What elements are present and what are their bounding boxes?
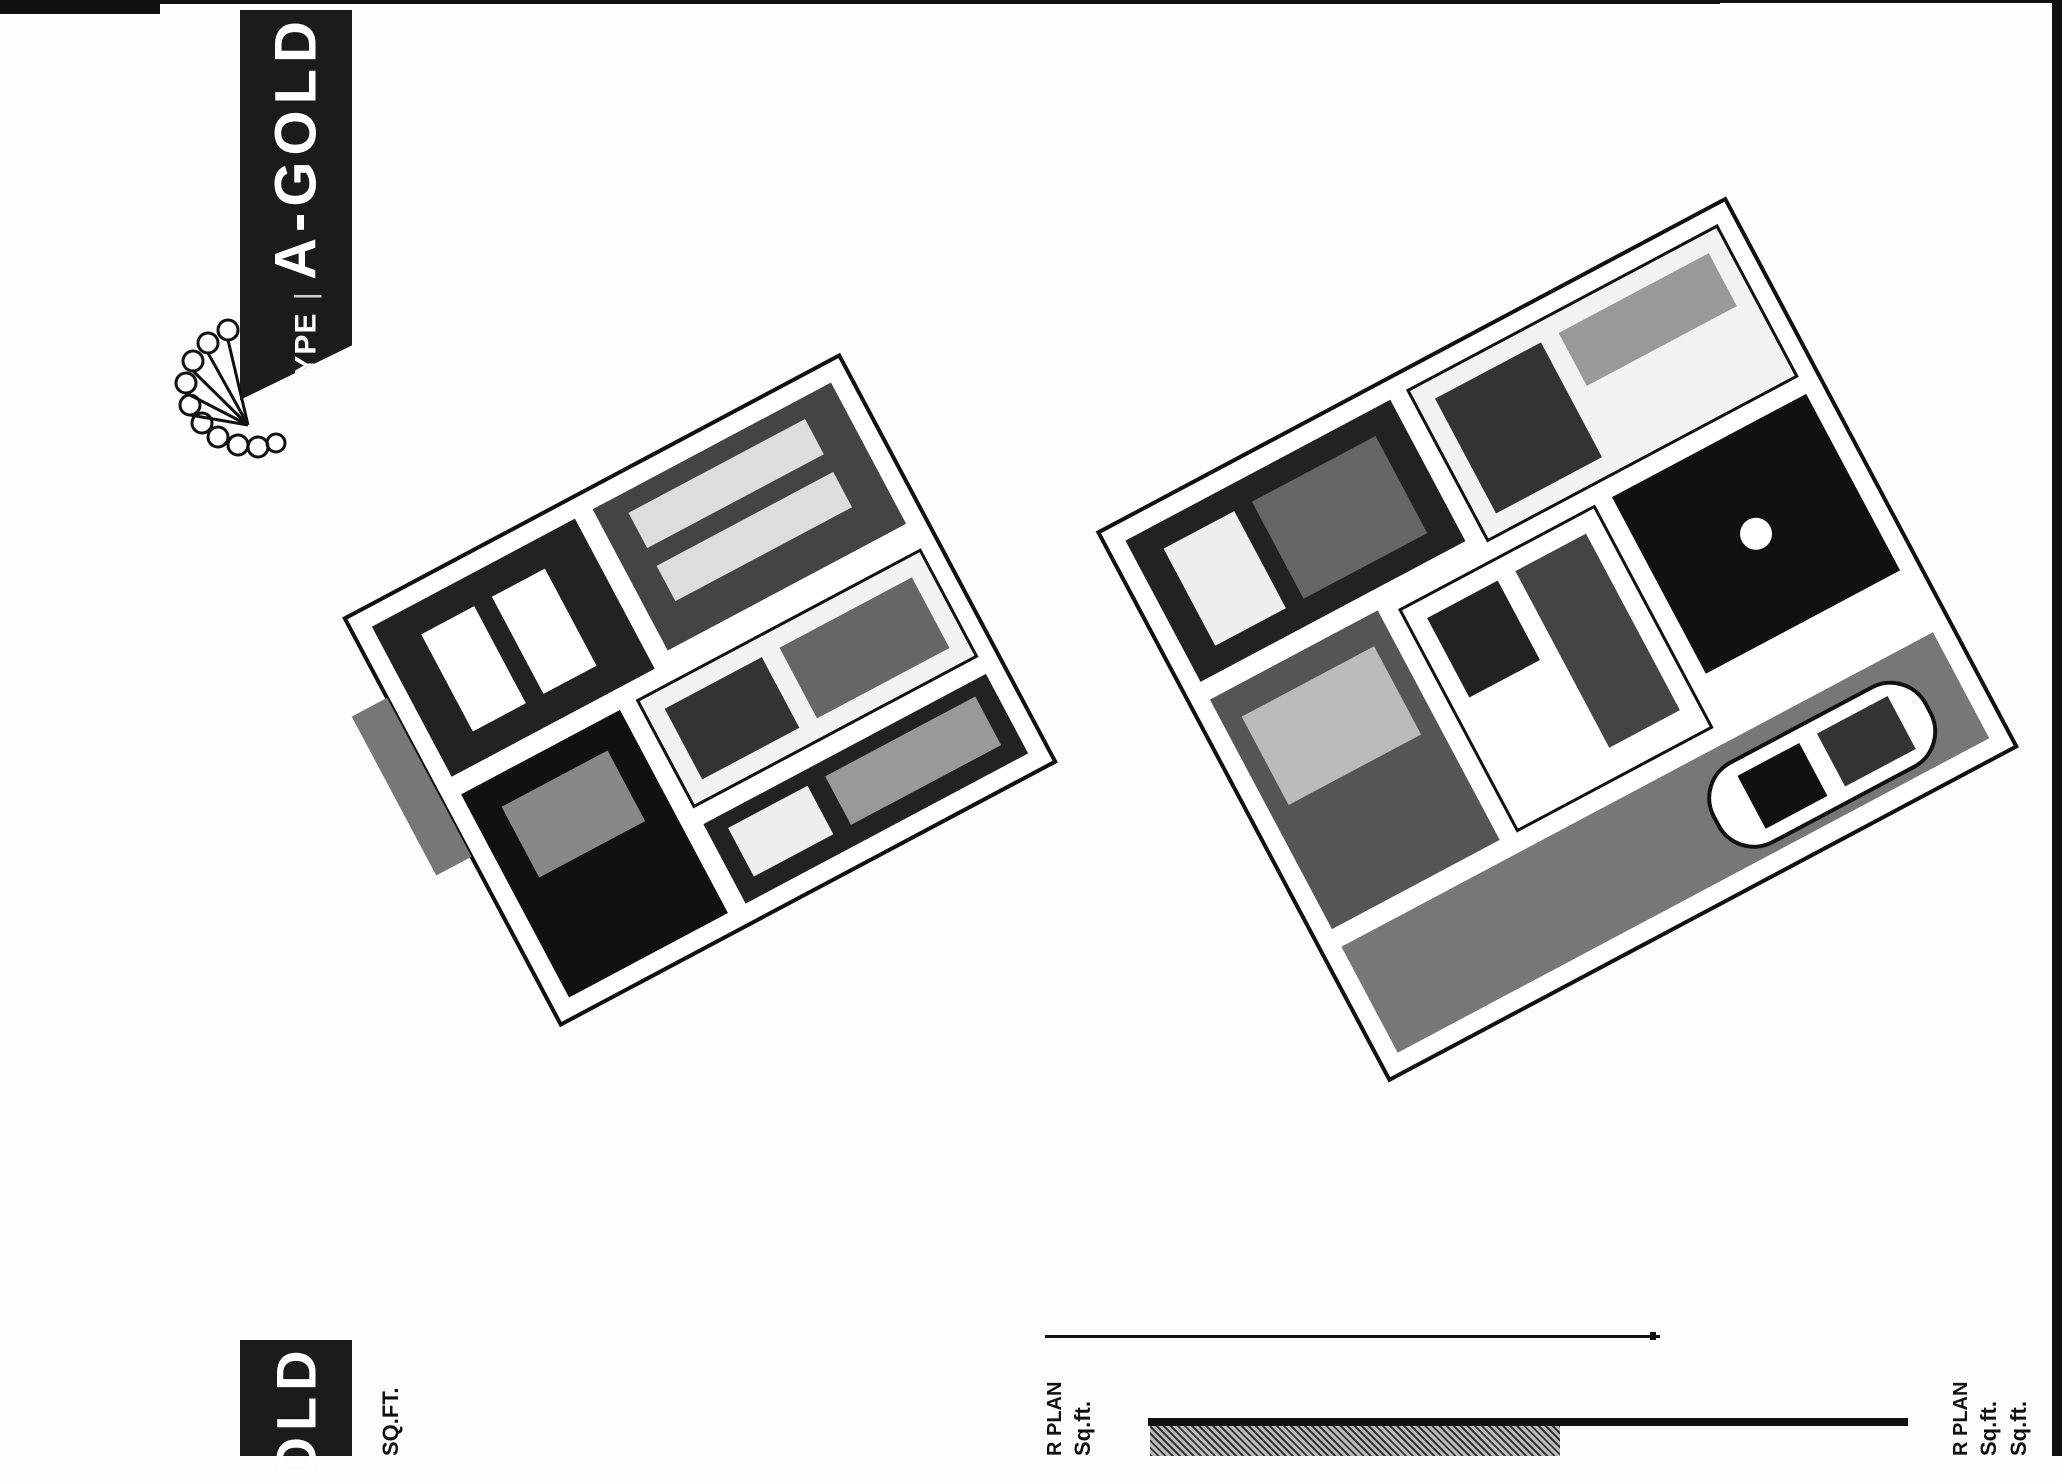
upper-floor-render	[342, 352, 1058, 1028]
plan-label: R PLAN	[1044, 1381, 1066, 1456]
plan-area-secondary: Sq.ft.	[2006, 1401, 2031, 1456]
area-unit-label: SQ.FT.	[378, 1387, 403, 1456]
right-edge-bar	[2052, 0, 2062, 1456]
type-banner: TYPE | A-GOLD	[240, 10, 352, 400]
ground-floor-render	[1095, 196, 2020, 1083]
divider-tick	[1650, 1332, 1656, 1340]
plan-label: R PLAN	[1950, 1381, 1972, 1456]
floor-plan-strip	[1150, 1426, 1560, 1456]
type-separator: |	[289, 292, 323, 301]
decorative-logo-icon	[174, 318, 287, 459]
top-left-bar	[0, 0, 160, 14]
top-right-line	[1702, 0, 2062, 3]
type-name-partial-block: OLD	[240, 1340, 352, 1481]
type-name-partial: OLD	[264, 1344, 328, 1481]
top-border-line	[160, 0, 1720, 4]
divider-line	[1045, 1335, 1660, 1338]
plan-area: Sq.ft.	[1976, 1401, 2001, 1456]
plan-area: Sq.ft.	[1070, 1401, 1095, 1456]
plan-top-border	[1148, 1418, 1908, 1426]
type-name: A-GOLD	[263, 15, 329, 280]
